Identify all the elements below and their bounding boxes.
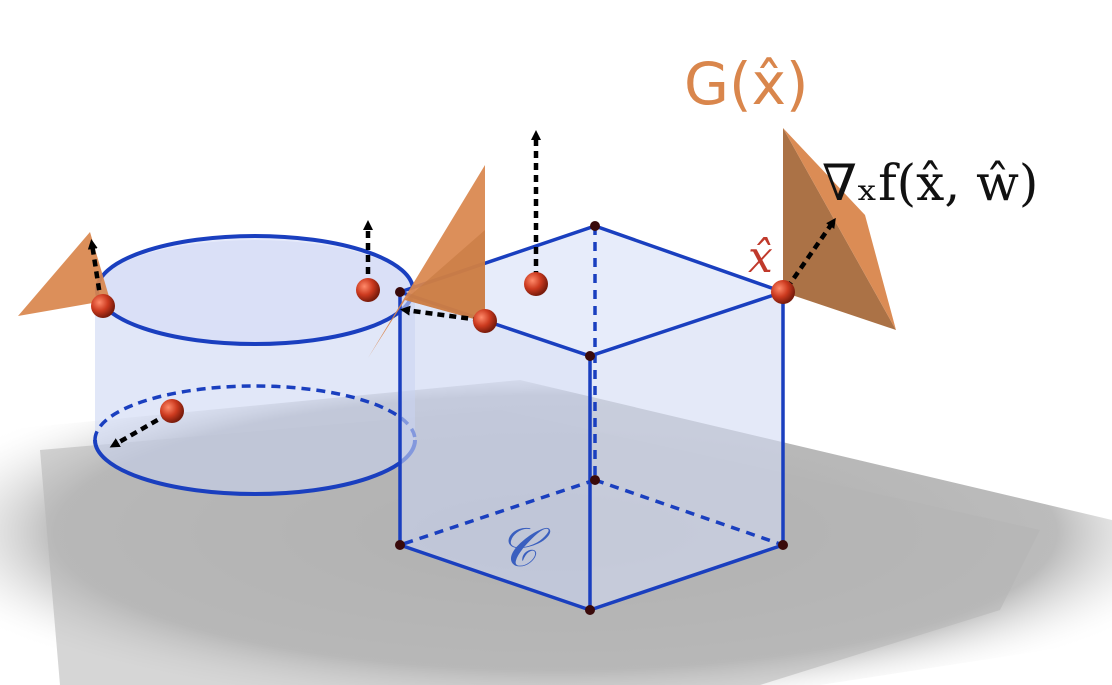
point-label: x̂: [748, 232, 773, 283]
cube-vertex: [395, 540, 405, 550]
normal-cone-cylinder: [18, 232, 110, 316]
cube-vertex: [778, 540, 788, 550]
cube-hidden-edge: [399, 478, 596, 547]
cube-vertex: [585, 605, 595, 615]
arrow-gradient: [785, 217, 836, 290]
cylinder-bottom-rim-back: [93, 384, 417, 441]
cylinder-bottom-rim-front: [93, 439, 417, 496]
arrow-cube-edge: [400, 305, 481, 323]
cube-vertex: [395, 287, 405, 297]
cube-vertex: [590, 221, 600, 231]
arrow-cylinder-top-rim: [87, 239, 104, 303]
cube-visible-edge: [589, 543, 784, 612]
point-cube-edge: [473, 309, 497, 333]
point-cylinder-bottom: [160, 399, 184, 423]
cylinder-set: [93, 234, 417, 496]
cube-left-face: [400, 292, 590, 610]
cube-right-face: [590, 292, 783, 610]
cube-hidden-edge: [594, 478, 784, 547]
point-cylinder-rim: [91, 294, 115, 318]
cube-vertex: [590, 475, 600, 485]
point-cube-top: [524, 272, 548, 296]
point-cylinder-top: [356, 278, 380, 302]
arrow-cylinder-bottom: [109, 412, 170, 448]
normal-cone-cube-edge-dark: [405, 230, 485, 322]
point-x-hat: [771, 280, 795, 304]
normal-cone-label: G(x̂): [684, 50, 809, 118]
cylinder-top-face: [97, 236, 413, 344]
normal-arrows: [87, 130, 836, 448]
gradient-label: ∇ₓf(x̂, ŵ): [822, 154, 1038, 212]
cube-vertex: [585, 351, 595, 361]
normal-cone-corner-front: [783, 128, 896, 330]
cube-visible-edge: [399, 543, 591, 612]
